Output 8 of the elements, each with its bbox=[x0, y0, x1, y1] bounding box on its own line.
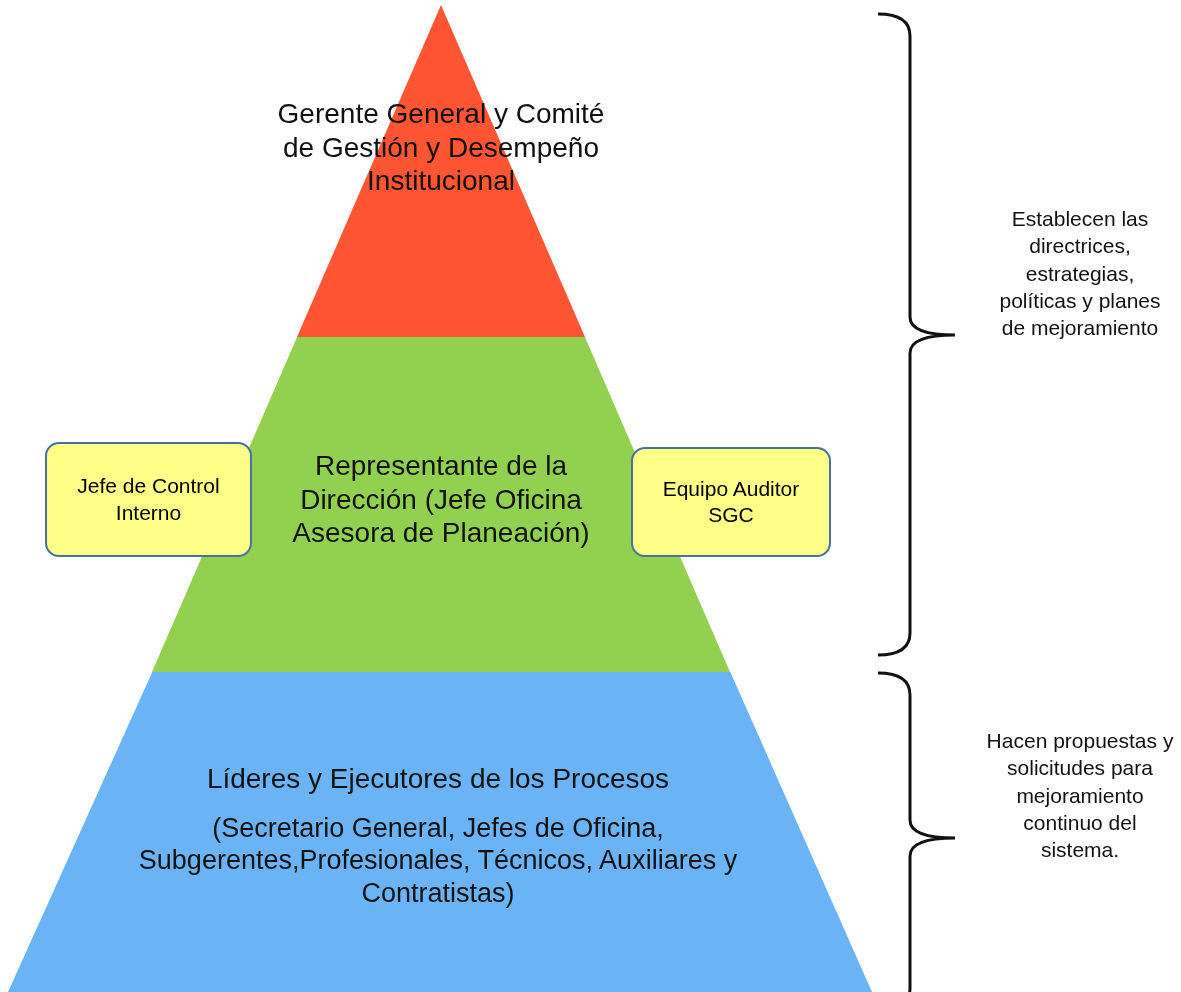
level-title: Líderes y Ejecutores de los Procesos bbox=[205, 762, 671, 796]
pyramid-base-level bbox=[8, 672, 872, 992]
role-box: Equipo Auditor SGC bbox=[631, 447, 831, 557]
level-description: (Secretario General, Jefes de Oficina, Subgerentes,Profesionales, Técnicos, Auxiliares y Contratistas) bbox=[137, 812, 739, 910]
side-note: Hacen propuestas y solicitudes para mejoramiento continuo del sistema. bbox=[985, 728, 1175, 864]
level-title: Representante de la Dirección (Jefe Oficina Asesora de Planeación) bbox=[291, 449, 591, 550]
role-box: Jefe de Control Interno bbox=[45, 442, 252, 557]
side-note: Establecen las directrices, estrategias, políticas y planes de mejoramiento bbox=[998, 206, 1162, 342]
